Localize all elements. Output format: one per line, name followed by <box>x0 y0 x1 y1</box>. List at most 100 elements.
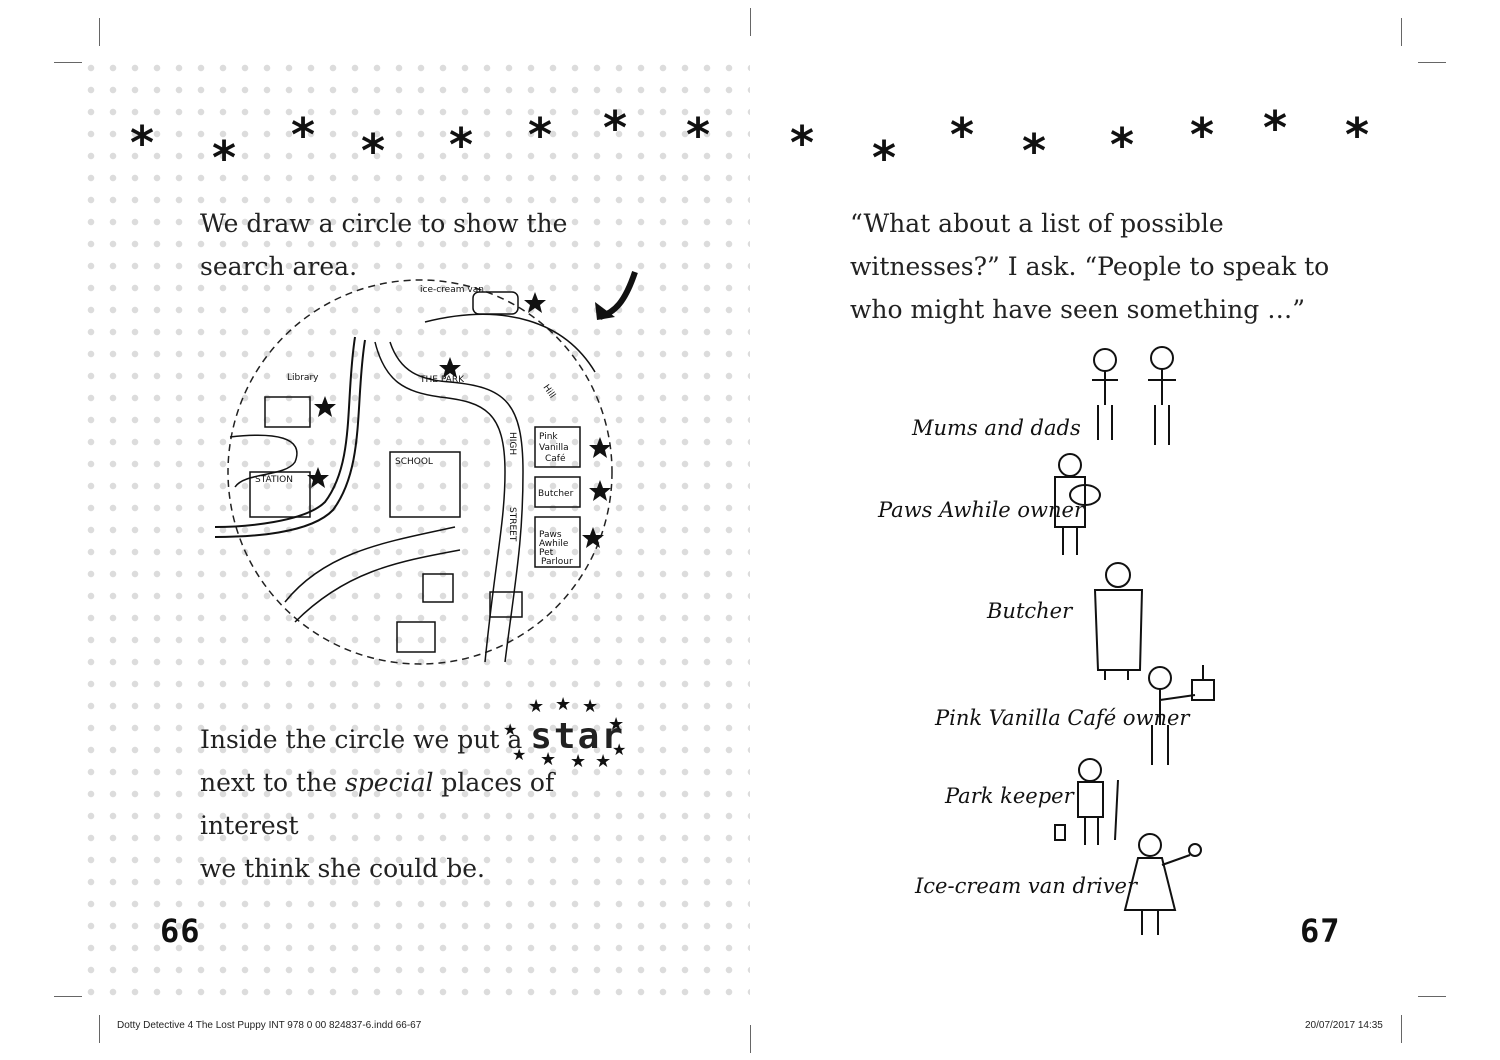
map-label-street: STREET <box>507 507 517 542</box>
crop-mark <box>54 62 82 63</box>
asterisk-border: * * * * * * * * <box>750 100 1500 185</box>
station-building <box>249 471 311 518</box>
park-keeper-figure <box>1054 758 1119 845</box>
apartment-building <box>489 591 523 618</box>
svg-text:★: ★ <box>582 696 598 717</box>
library-building <box>264 396 311 428</box>
witness-illustration: Mums and dads Paws Awhile owner Butcher … <box>877 346 1215 935</box>
crop-mark <box>1418 996 1446 997</box>
map-label-awhile: Awhile <box>539 539 569 549</box>
asterisk-icon: * <box>872 131 897 185</box>
map-label-school: SCHOOL <box>395 457 433 467</box>
asterisk-icon: * <box>790 116 815 170</box>
asterisk-icon: * <box>130 116 155 170</box>
pet-owner-figure <box>1054 453 1101 555</box>
crop-mark <box>1418 62 1446 63</box>
star-paragraph: Inside the circle we put a star next to … <box>200 715 650 890</box>
asterisk-border: * * * * * * * * <box>0 100 750 185</box>
svg-text:★: ★ <box>595 751 611 772</box>
witness-label-butcher: Butcher <box>986 599 1074 623</box>
svg-text:★: ★ <box>540 749 556 770</box>
apartment-building <box>422 573 454 603</box>
crop-mark <box>750 1025 751 1053</box>
svg-text:★: ★ <box>608 714 624 735</box>
svg-text:★: ★ <box>503 720 517 739</box>
svg-text:★: ★ <box>570 751 586 772</box>
witness-label-park-keeper: Park keeper <box>944 784 1076 808</box>
map-label-the-park: THE PARK <box>419 375 465 385</box>
left-page: * * * * * * * * We draw a circle to show… <box>0 55 750 1005</box>
cafe-owner-figure <box>1148 665 1215 765</box>
asterisk-icon: * <box>212 131 237 185</box>
map-label-hill: Hill <box>541 383 557 400</box>
page-number: 66 <box>160 912 201 950</box>
school-building <box>389 451 461 518</box>
map-label-high: HIGH <box>507 432 517 455</box>
map-label-butcher: Butcher <box>538 489 574 499</box>
pet-parlour-building <box>534 516 581 568</box>
asterisk-icon: * <box>950 108 975 162</box>
svg-text:★: ★ <box>555 694 571 715</box>
map-label-ice-cream-van: ice-cream van <box>420 285 484 295</box>
svg-text:★: ★ <box>528 696 544 717</box>
search-circle <box>227 279 613 665</box>
map-label-library: Library <box>287 373 319 383</box>
map-label-parlour: Parlour <box>541 557 573 567</box>
asterisk-icon: * <box>291 108 316 162</box>
crop-mark <box>99 18 100 46</box>
asterisk-icon: * <box>1022 124 1047 178</box>
witness-paragraph-line1: “What about a list of possible <box>850 209 1224 238</box>
asterisk-icon: * <box>603 101 628 155</box>
slug-file-info: Dotty Detective 4 The Lost Puppy INT 978… <box>117 1020 422 1031</box>
witness-label-pink-vanilla-cafe-owner: Pink Vanilla Café owner <box>934 706 1191 730</box>
slug-datetime: 20/07/2017 14:35 <box>1305 1020 1383 1031</box>
asterisk-icon: * <box>361 124 386 178</box>
ice-cream-van <box>472 291 519 315</box>
asterisk-icon: * <box>1190 108 1215 162</box>
apartment-building <box>396 621 436 653</box>
star-icon <box>307 292 611 548</box>
parents-figure <box>1092 346 1176 445</box>
star-word: star <box>530 716 625 757</box>
star-paragraph-line3: we think she could be. <box>200 854 485 883</box>
witness-label-mums-and-dads: Mums and dads <box>911 416 1081 440</box>
railway-line <box>214 336 356 528</box>
svg-text:★: ★ <box>512 745 526 764</box>
asterisk-icon: * <box>449 118 474 172</box>
road <box>374 341 506 663</box>
map-label-station: STATION <box>255 475 293 485</box>
cafe-building <box>534 426 581 468</box>
right-page: * * * * * * * * “What about a list of po… <box>750 0 1500 1060</box>
page-number: 67 <box>1300 912 1341 950</box>
witness-paragraph: “What about a list of possible witnesses… <box>850 202 1350 331</box>
witness-label-paws-awhile-owner: Paws Awhile owner <box>877 498 1086 522</box>
intro-paragraph: We draw a circle to show the search area… <box>200 209 568 281</box>
map-label-pet: Pet <box>539 548 554 558</box>
star-decoration: ★ ★ ★ ★ ★ ★ ★ ★ ★ ★ <box>503 694 626 772</box>
ice-cream-driver-figure <box>1123 833 1202 935</box>
search-area-map: ice-cream van Library THE PARK Hill STAT… <box>214 271 638 665</box>
special-word: special <box>344 768 434 797</box>
asterisk-icon: * <box>686 108 711 162</box>
witness-label-ice-cream-van-driver: Ice-cream van driver <box>914 874 1139 898</box>
asterisk-icon: * <box>1345 108 1370 162</box>
crop-mark <box>1401 1015 1402 1043</box>
star-paragraph-line2-end: places of interest <box>200 768 555 840</box>
witness-paragraph-line3: who might have seen something …” <box>850 295 1305 324</box>
butcher-figure <box>1093 562 1144 680</box>
star-paragraph-line1: Inside the circle we put a <box>200 725 523 754</box>
dotted-background <box>78 55 750 1005</box>
crop-mark <box>750 8 751 36</box>
crop-mark <box>99 1015 100 1043</box>
map-label-vanilla: Vanilla <box>539 443 569 453</box>
map-label-paws: Paws <box>539 530 562 540</box>
asterisk-icon: * <box>1110 118 1135 172</box>
crop-mark <box>1401 18 1402 46</box>
witness-paragraph-line2: witnesses?” I ask. “People to speak to <box>850 252 1330 281</box>
star-paragraph-line2-start: next to the <box>200 768 337 797</box>
svg-text:★: ★ <box>612 740 626 759</box>
butcher-building <box>534 476 581 508</box>
map-label-cafe: Café <box>545 453 566 464</box>
asterisk-icon: * <box>1263 101 1288 155</box>
crop-mark <box>54 996 82 997</box>
